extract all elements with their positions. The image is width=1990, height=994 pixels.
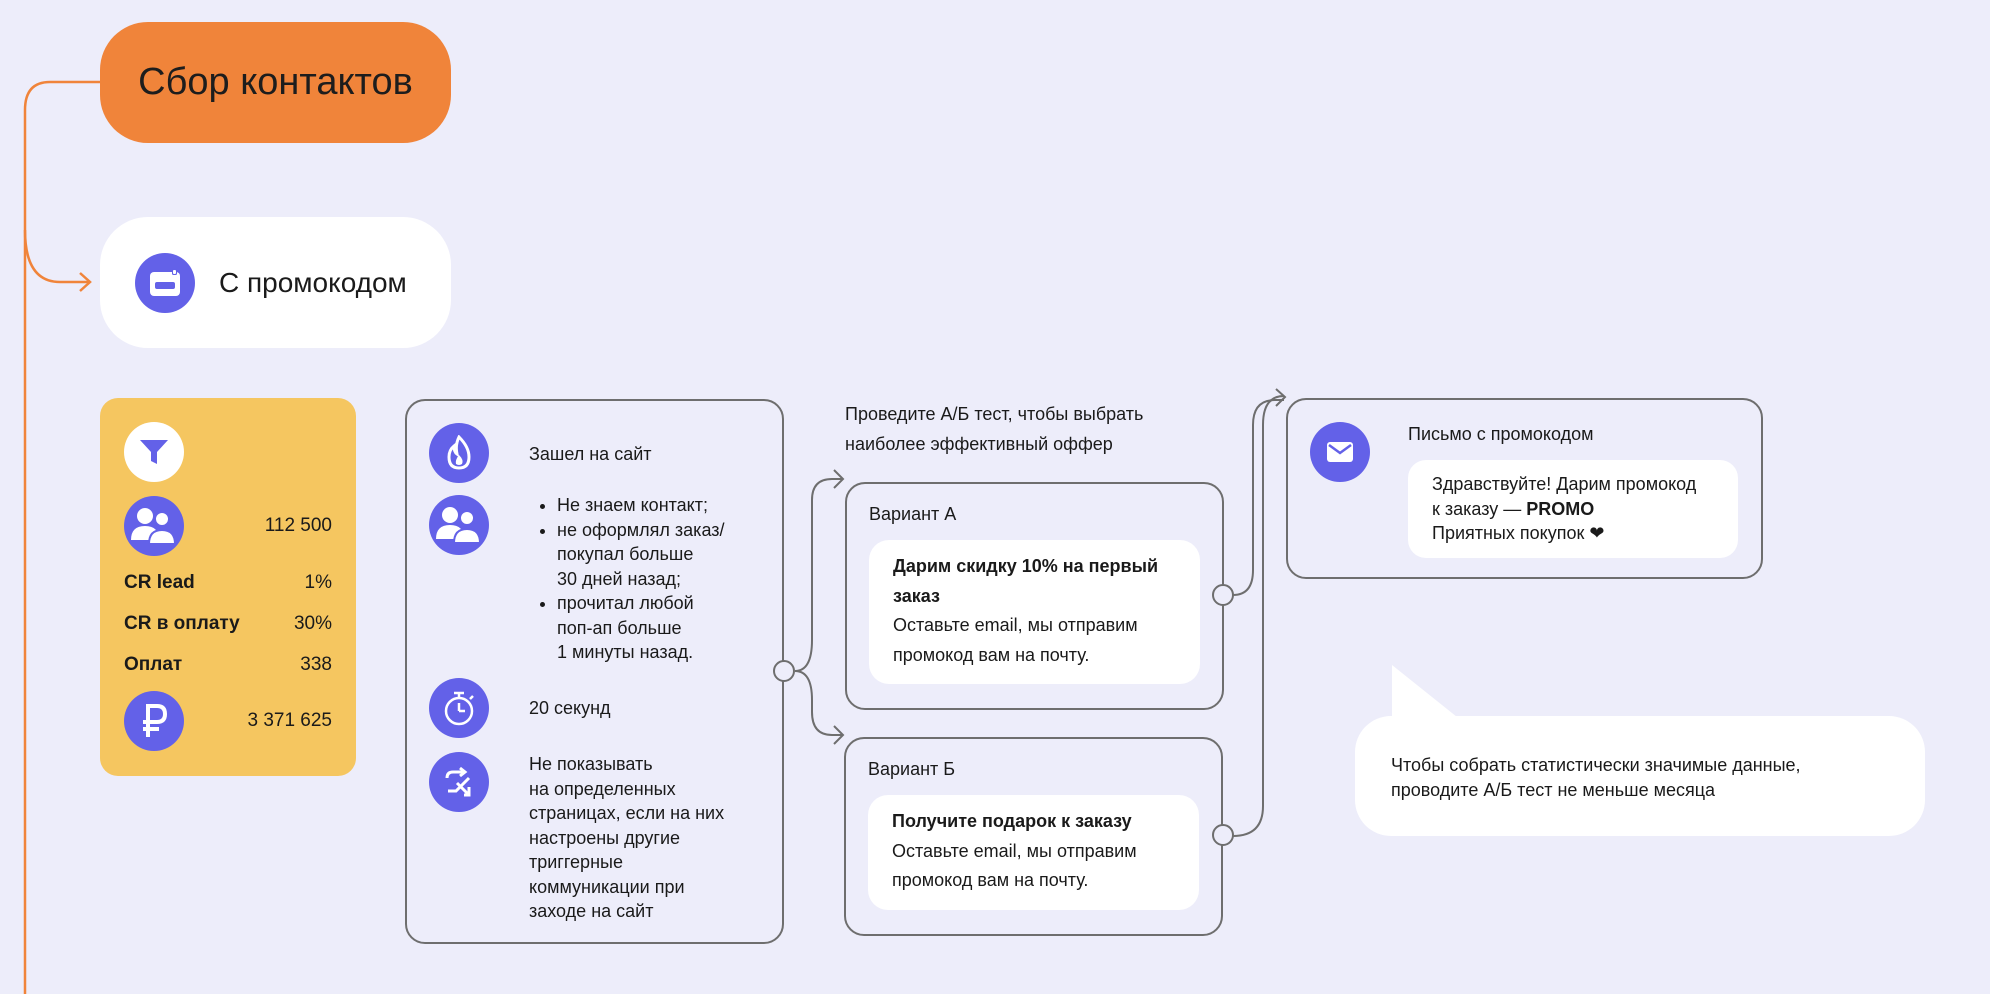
stats-label: Оплат <box>124 654 183 675</box>
scenario-pill: С промокодом <box>100 217 451 348</box>
variant-a-message: Дарим скидку 10% на первый заказ Оставьт… <box>869 540 1200 684</box>
page-title-text: Сбор контактов <box>138 61 413 103</box>
ruble-icon <box>124 691 184 751</box>
variant-b-card: Вариант Б Получите подарок к заказу Оста… <box>844 737 1223 936</box>
delay-text: 20 секунд <box>529 698 611 718</box>
condition-item: Не знаем контакт; <box>557 493 725 518</box>
split-node <box>773 660 795 682</box>
page-title: Сбор контактов <box>100 22 451 143</box>
users-icon <box>124 496 184 556</box>
conditions-list: Не знаем контакт; не оформлял заказ/поку… <box>529 493 725 665</box>
trigger-visit: Зашел на сайт <box>429 423 652 483</box>
stats-label: CR lead <box>124 572 195 593</box>
variant-b-node <box>1212 824 1234 846</box>
variant-b-headline: Получите подарок к заказу <box>892 811 1132 831</box>
users-icon <box>429 495 489 555</box>
tip-bubble: Чтобы собрать статистически значимые дан… <box>1355 716 1925 836</box>
revenue-row: 3 371 625 <box>124 691 332 751</box>
stats-row: Оплат 338 <box>124 650 332 680</box>
tip-bubble-tail <box>1392 665 1462 721</box>
email-message: Здравствуйте! Дарим промокод к заказу — … <box>1408 460 1738 558</box>
audience-row: 112 500 <box>124 496 332 556</box>
variant-a-card: Вариант А Дарим скидку 10% на первый зак… <box>845 482 1224 710</box>
trigger-delay: 20 секунд <box>429 678 611 738</box>
variant-b-message: Получите подарок к заказу Оставьте email… <box>868 795 1199 910</box>
stats-label: CR в оплату <box>124 613 240 634</box>
promo-code: PROMO <box>1526 498 1595 519</box>
stats-value: 30% <box>293 613 332 634</box>
shuffle-icon <box>429 752 489 812</box>
variant-b-title: Вариант Б <box>868 759 956 779</box>
trigger-card: Зашел на сайт Не знаем контакт; не оформ… <box>405 399 784 944</box>
envelope-icon <box>1310 422 1370 482</box>
variant-a-title: Вариант А <box>869 504 957 524</box>
stopwatch-icon <box>429 678 489 738</box>
scenario-label: С промокодом <box>219 266 407 298</box>
visit-text: Зашел на сайт <box>529 444 652 464</box>
variant-b-body: Оставьте email, мы отправим промокод вам… <box>892 840 1137 891</box>
stats-card: 112 500 CR lead 1% CR в оплату 30% Оплат… <box>100 398 356 776</box>
variant-a-body: Оставьте email, мы отправим промокод вам… <box>893 615 1138 665</box>
variant-a-headline: Дарим скидку 10% на первый заказ <box>893 556 1159 606</box>
trigger-conditions: Не знаем контакт; не оформлял заказ/поку… <box>429 495 725 662</box>
stats-value: 1% <box>304 572 332 593</box>
revenue-value: 3 371 625 <box>247 710 332 731</box>
stats-value: 338 <box>300 654 332 675</box>
audience-value: 112 500 <box>264 515 332 536</box>
promo-card-icon <box>135 252 195 313</box>
stats-row: CR lead 1% <box>124 568 332 598</box>
variant-a-node <box>1212 584 1234 606</box>
funnel-icon <box>124 422 184 482</box>
email-title: Письмо с промокодом <box>1408 424 1594 444</box>
stats-row: CR в оплату 30% <box>124 609 332 639</box>
email-card: Письмо с промокодом Здравствуйте! Дарим … <box>1286 398 1763 579</box>
fire-icon <box>429 423 489 483</box>
